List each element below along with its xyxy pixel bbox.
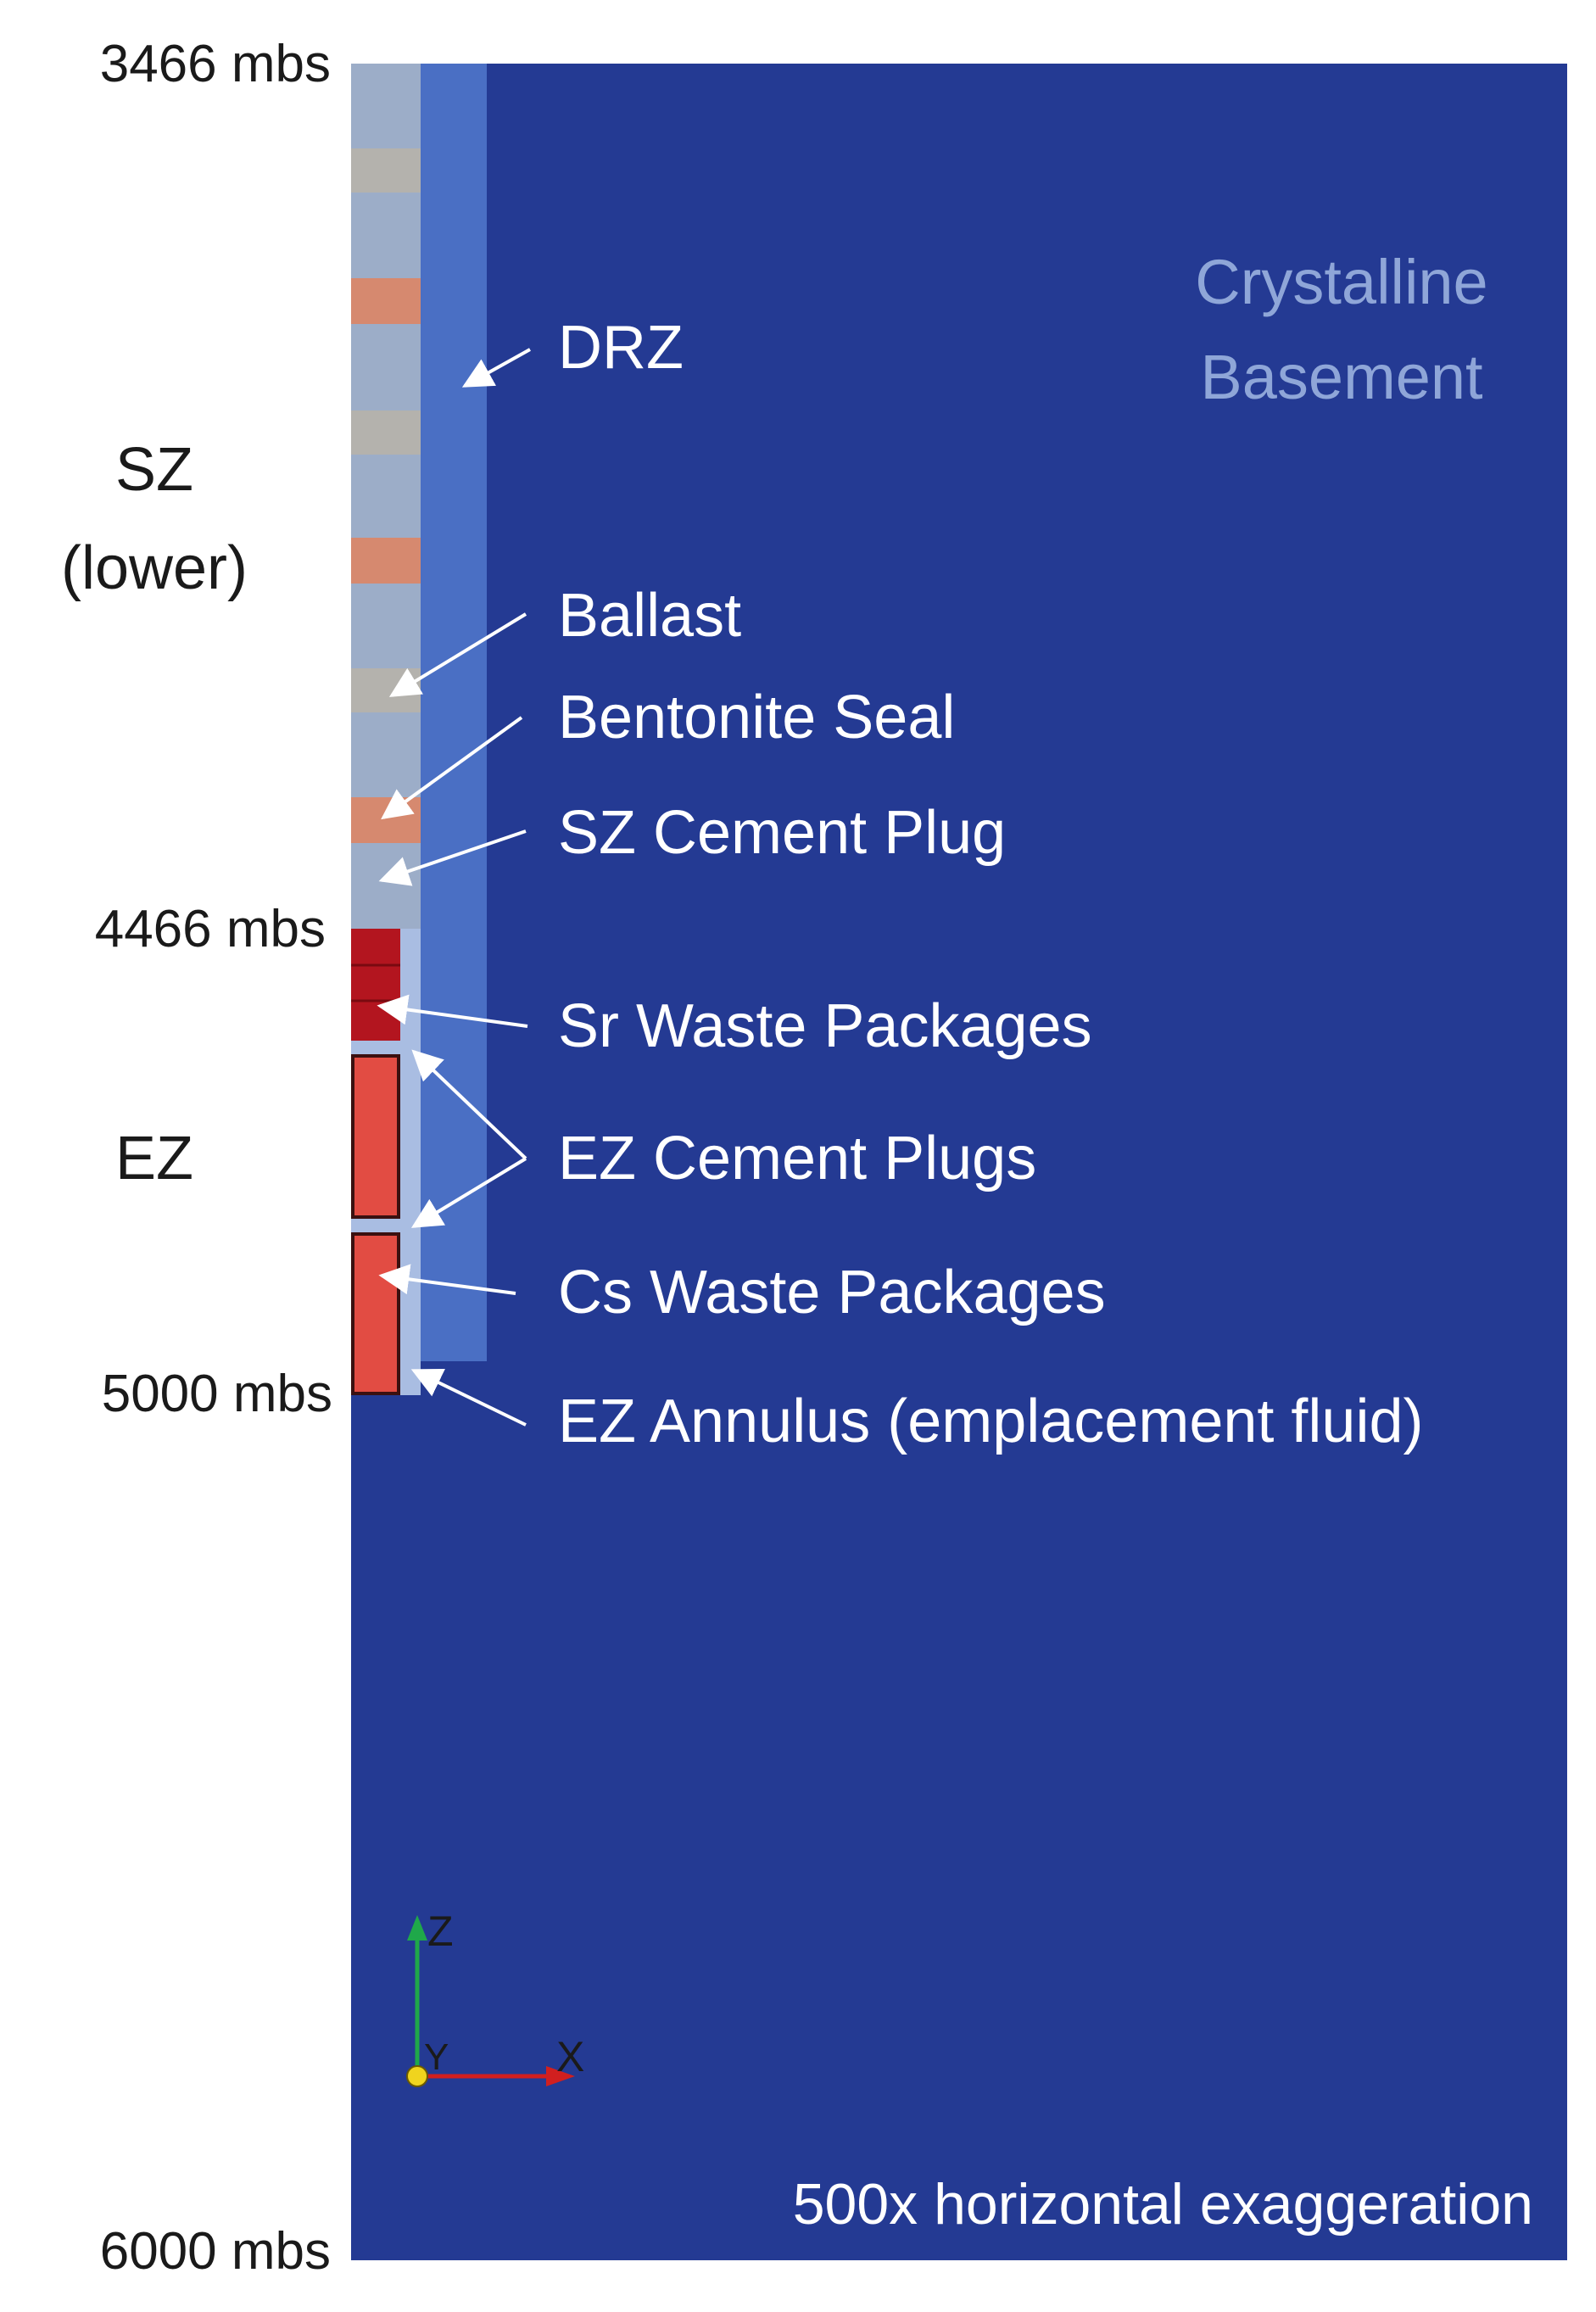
z-axis-label: Z xyxy=(427,1907,454,1955)
arrow-ballast xyxy=(388,612,527,697)
cs-waste-package xyxy=(351,1232,400,1395)
callout-ballast-label: Ballast xyxy=(558,582,741,650)
arrow-drz xyxy=(461,348,531,388)
ballast-layer xyxy=(351,410,421,455)
arrow-sr-waste-packages xyxy=(377,994,528,1028)
ballast-layer xyxy=(351,668,421,712)
crystalline-basement-label-line1: Crystalline xyxy=(1195,247,1487,317)
callout-sr-waste-packages-label: Sr Waste Packages xyxy=(558,992,1092,1060)
crystalline-basement-region xyxy=(351,64,1567,2260)
depth-label-sz-bottom: 4466 mbs xyxy=(95,900,326,958)
arrow-ez-cement-plug-upper xyxy=(411,1049,527,1160)
zone-label-ez: EZ xyxy=(115,1125,193,1192)
arrow-ez-cement-plug-lower xyxy=(410,1157,527,1228)
depth-label-bottom: 6000 mbs xyxy=(100,2222,331,2281)
arrow-sz-cement-plug xyxy=(378,829,527,886)
drz-strip xyxy=(421,64,487,1361)
depth-label-top: 3466 mbs xyxy=(100,35,331,93)
callout-bentonite-seal-label: Bentonite Seal xyxy=(558,684,955,751)
zone-label-sz: SZ xyxy=(115,436,193,504)
bentonite-seal-layer xyxy=(351,278,421,324)
x-axis-arrowhead xyxy=(546,2066,575,2086)
arrow-bentonite-seal xyxy=(381,716,523,820)
arrow-cs-waste-packages xyxy=(378,1264,516,1295)
callout-drz-label: DRZ xyxy=(558,314,684,382)
callout-cs-waste-packages-label: Cs Waste Packages xyxy=(558,1259,1106,1326)
zone-label-sz-lower: (lower) xyxy=(61,534,248,602)
sr-waste-packages xyxy=(351,929,400,1041)
callout-sz-cement-plug-label: SZ Cement Plug xyxy=(558,799,1006,867)
z-axis-arrowhead xyxy=(407,1915,427,1941)
x-axis-label: X xyxy=(556,2033,584,2080)
bentonite-seal-layer xyxy=(351,538,421,584)
coordinate-axes-triad: Z Y X xyxy=(406,1907,584,2087)
cs-waste-package xyxy=(351,1054,400,1219)
callout-ez-cement-plugs-label: EZ Cement Plugs xyxy=(558,1125,1036,1192)
horizontal-exaggeration-note: 500x horizontal exaggeration xyxy=(793,2172,1533,2237)
crystalline-basement-label-line2: Basement xyxy=(1200,342,1483,412)
sz-borehole-column xyxy=(351,64,421,929)
y-axis-dot xyxy=(406,2065,428,2087)
callout-ez-annulus-label: EZ Annulus (emplacement fluid) xyxy=(558,1388,1423,1455)
depth-label-ez-bottom: 5000 mbs xyxy=(102,1365,332,1423)
y-axis-label: Y xyxy=(424,2036,449,2078)
bentonite-seal-layer xyxy=(351,797,421,843)
ballast-layer xyxy=(351,148,421,193)
arrow-ez-annulus xyxy=(410,1368,527,1427)
